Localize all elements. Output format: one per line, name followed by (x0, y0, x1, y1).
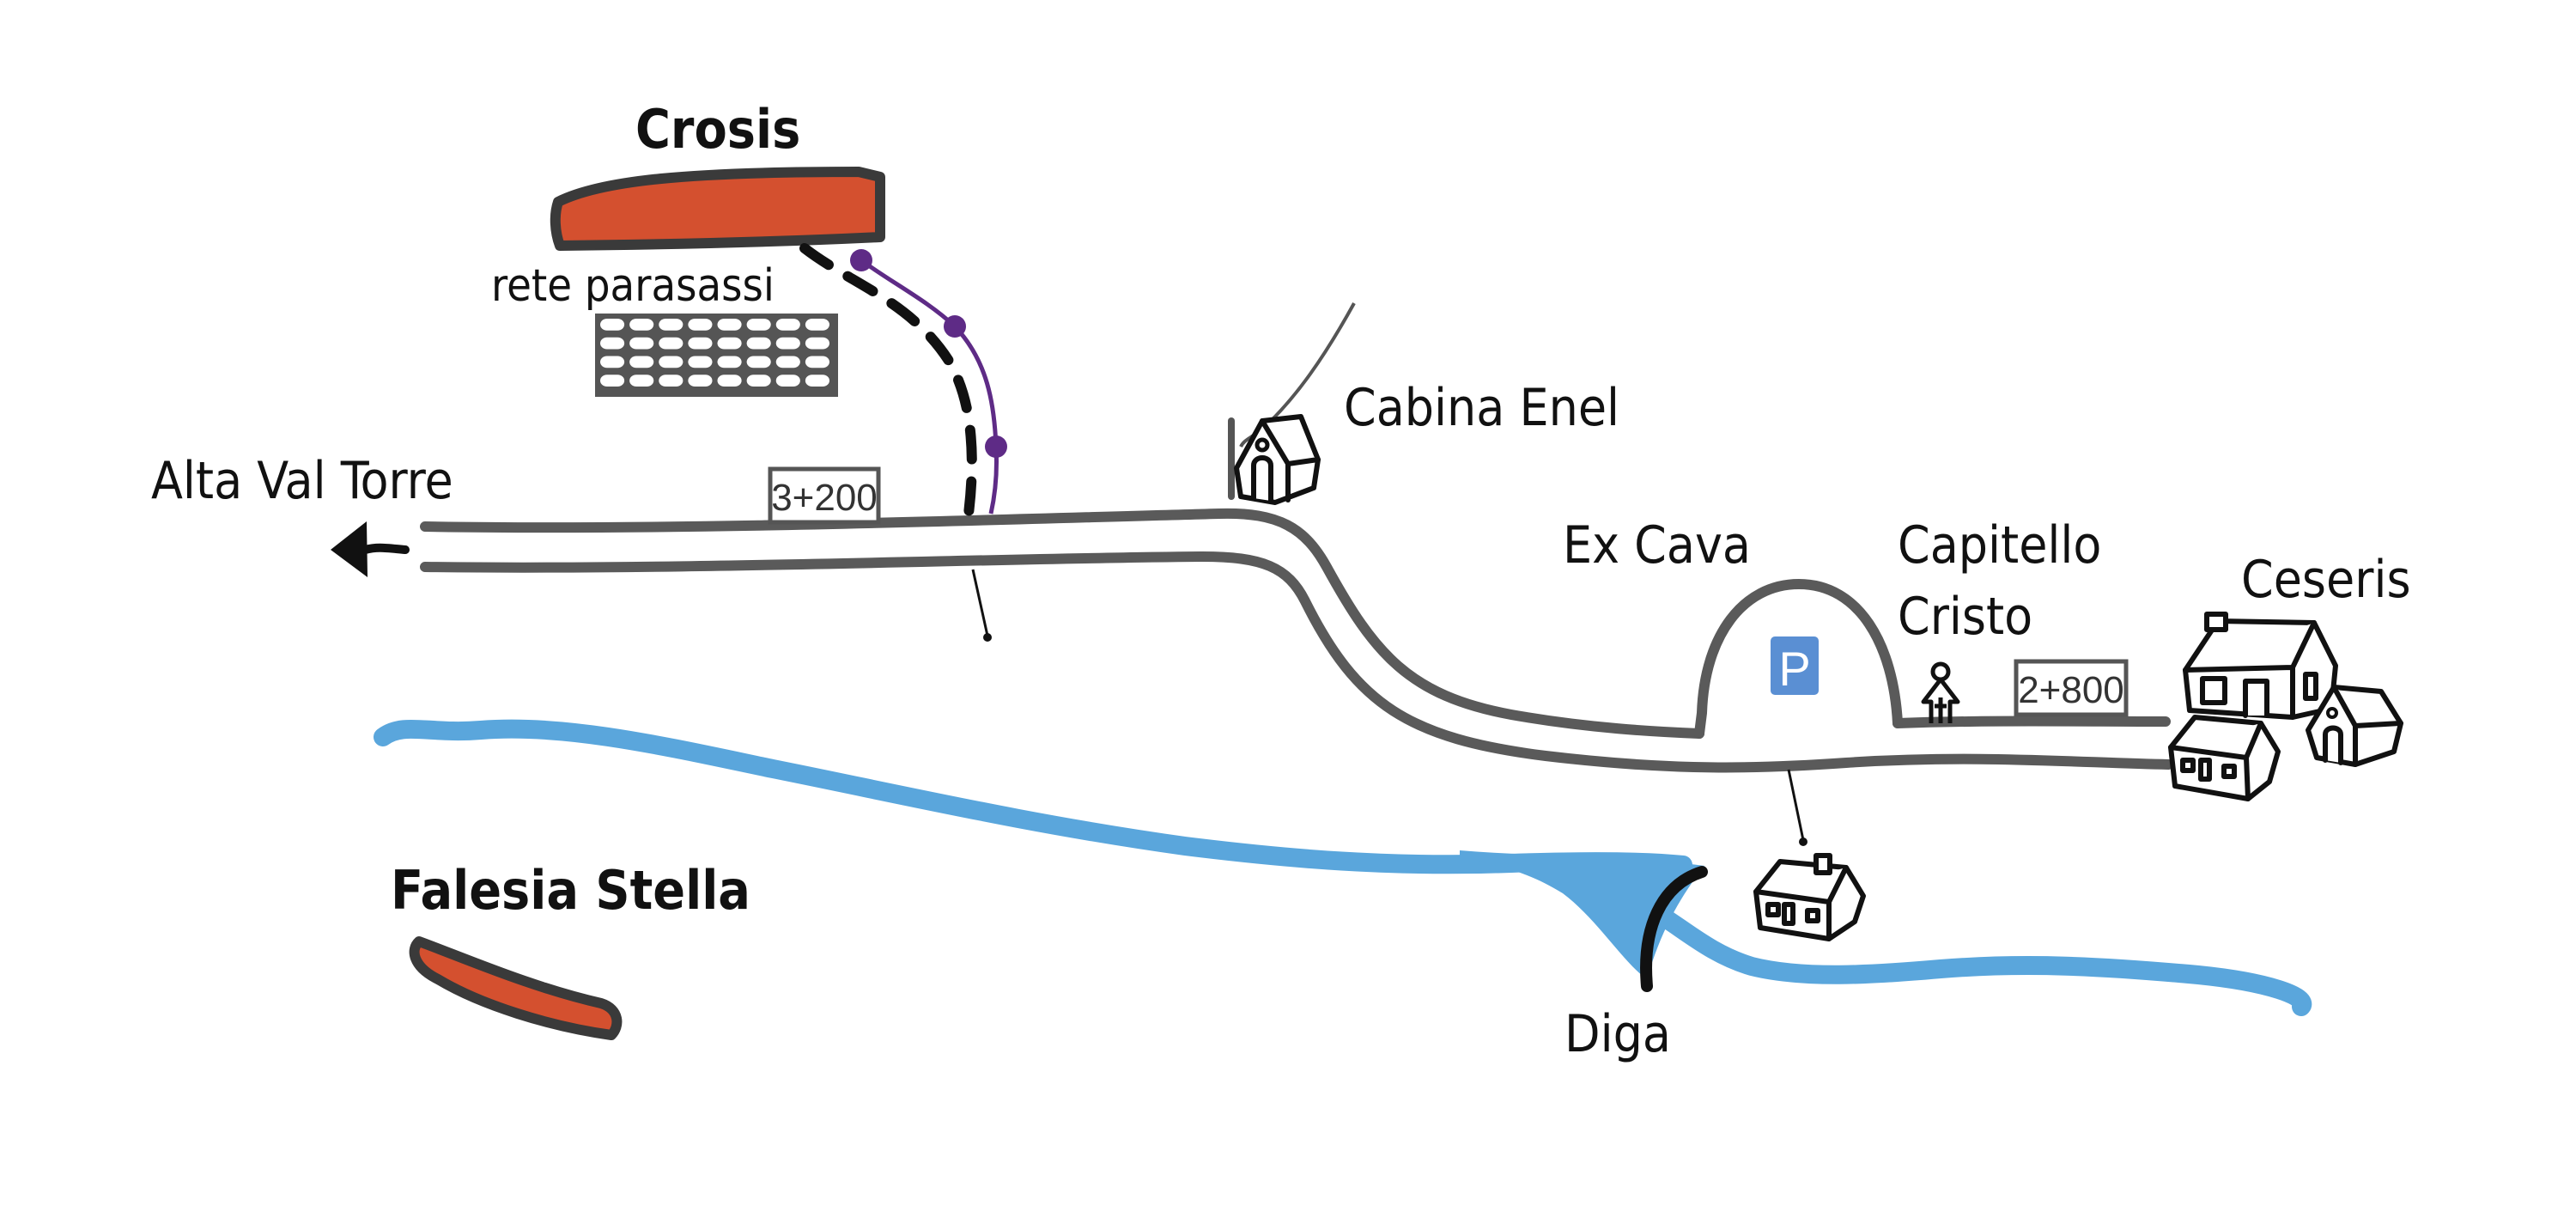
crosis-crag (550, 167, 885, 251)
net-cell (746, 356, 771, 368)
km-marker-2800: 2+800 (2014, 659, 2129, 717)
net-cell (659, 337, 683, 350)
house-small-left (2168, 715, 2281, 801)
house-near-dam (1753, 853, 1866, 941)
net-cell (775, 337, 800, 350)
net-cell (600, 319, 625, 331)
net-cell (717, 356, 742, 368)
houses-icon (2168, 612, 2403, 801)
power-line (1239, 302, 1356, 448)
river-downstream (1643, 901, 2312, 1016)
net-cell (746, 337, 771, 350)
net-cell (775, 319, 800, 331)
main-road (420, 508, 2173, 773)
km-marker-3200-text: 3+200 (771, 477, 878, 519)
cabina-enel-label: Cabina Enel (1344, 378, 1619, 438)
falesia-stella-label: Falesia Stella (391, 859, 750, 922)
falesia-stella-crag (409, 936, 623, 1040)
pin-west (971, 569, 992, 642)
parking-sign[interactable]: P (1771, 636, 1819, 696)
net-cell (746, 319, 771, 331)
via-ferrata-trail (850, 249, 1007, 515)
crosis-label: Crosis (635, 98, 800, 161)
net-cell (688, 337, 713, 350)
trail-point (985, 435, 1007, 458)
km-marker-2800-text: 2+800 (2018, 669, 2124, 711)
pin-east (1787, 769, 1807, 846)
net-cell (717, 319, 742, 331)
net-cell (600, 375, 625, 387)
access-path-dashed (799, 243, 977, 519)
net-cell (629, 356, 654, 368)
net-cell (659, 375, 683, 387)
ceseris-label: Ceseris (2241, 550, 2411, 610)
arrow-left-icon (331, 521, 410, 577)
net-cell (805, 319, 829, 331)
house-large (2183, 612, 2338, 720)
net-cell (659, 356, 683, 368)
net-cell (805, 375, 829, 387)
net-cell (805, 356, 829, 368)
net-cell (600, 337, 625, 350)
net-cell (688, 319, 713, 331)
net-cell (717, 375, 742, 387)
rockfall-net-icon (595, 314, 838, 397)
net-cell (775, 375, 800, 387)
parking-loop (1694, 579, 1903, 739)
trail-point (944, 315, 966, 338)
parking-symbol: P (1778, 642, 1810, 696)
net-cell (629, 337, 654, 350)
house-icon (1234, 414, 1321, 505)
km-marker-3200: 3+200 (768, 466, 881, 525)
net-cell (688, 375, 713, 387)
net-cell (688, 356, 713, 368)
rete-parasassi-label: rete parasassi (491, 260, 775, 312)
net-cell (717, 337, 742, 350)
net-cell (775, 356, 800, 368)
road-edge-north (420, 508, 1704, 739)
road-edge-north-east (1893, 716, 2171, 728)
ex-cava-label: Ex Cava (1563, 515, 1751, 576)
net-cell (600, 356, 625, 368)
capitello-label-line1: Capitello (1898, 515, 2101, 576)
alta-val-torre-label: Alta Val Torre (151, 451, 453, 511)
net-cell (629, 319, 654, 331)
dam-icon (1640, 866, 1708, 992)
net-cell (659, 319, 683, 331)
net-cell (805, 337, 829, 350)
shrine-icon (1921, 661, 1960, 723)
net-cell (629, 375, 654, 387)
trail-point (850, 249, 872, 271)
diga-label: Diga (1564, 1004, 1671, 1064)
capitello-label-line2: Cristo (1898, 587, 2032, 647)
house-small-right (2306, 685, 2403, 767)
net-cell (746, 375, 771, 387)
road-edge-south (420, 551, 2173, 773)
